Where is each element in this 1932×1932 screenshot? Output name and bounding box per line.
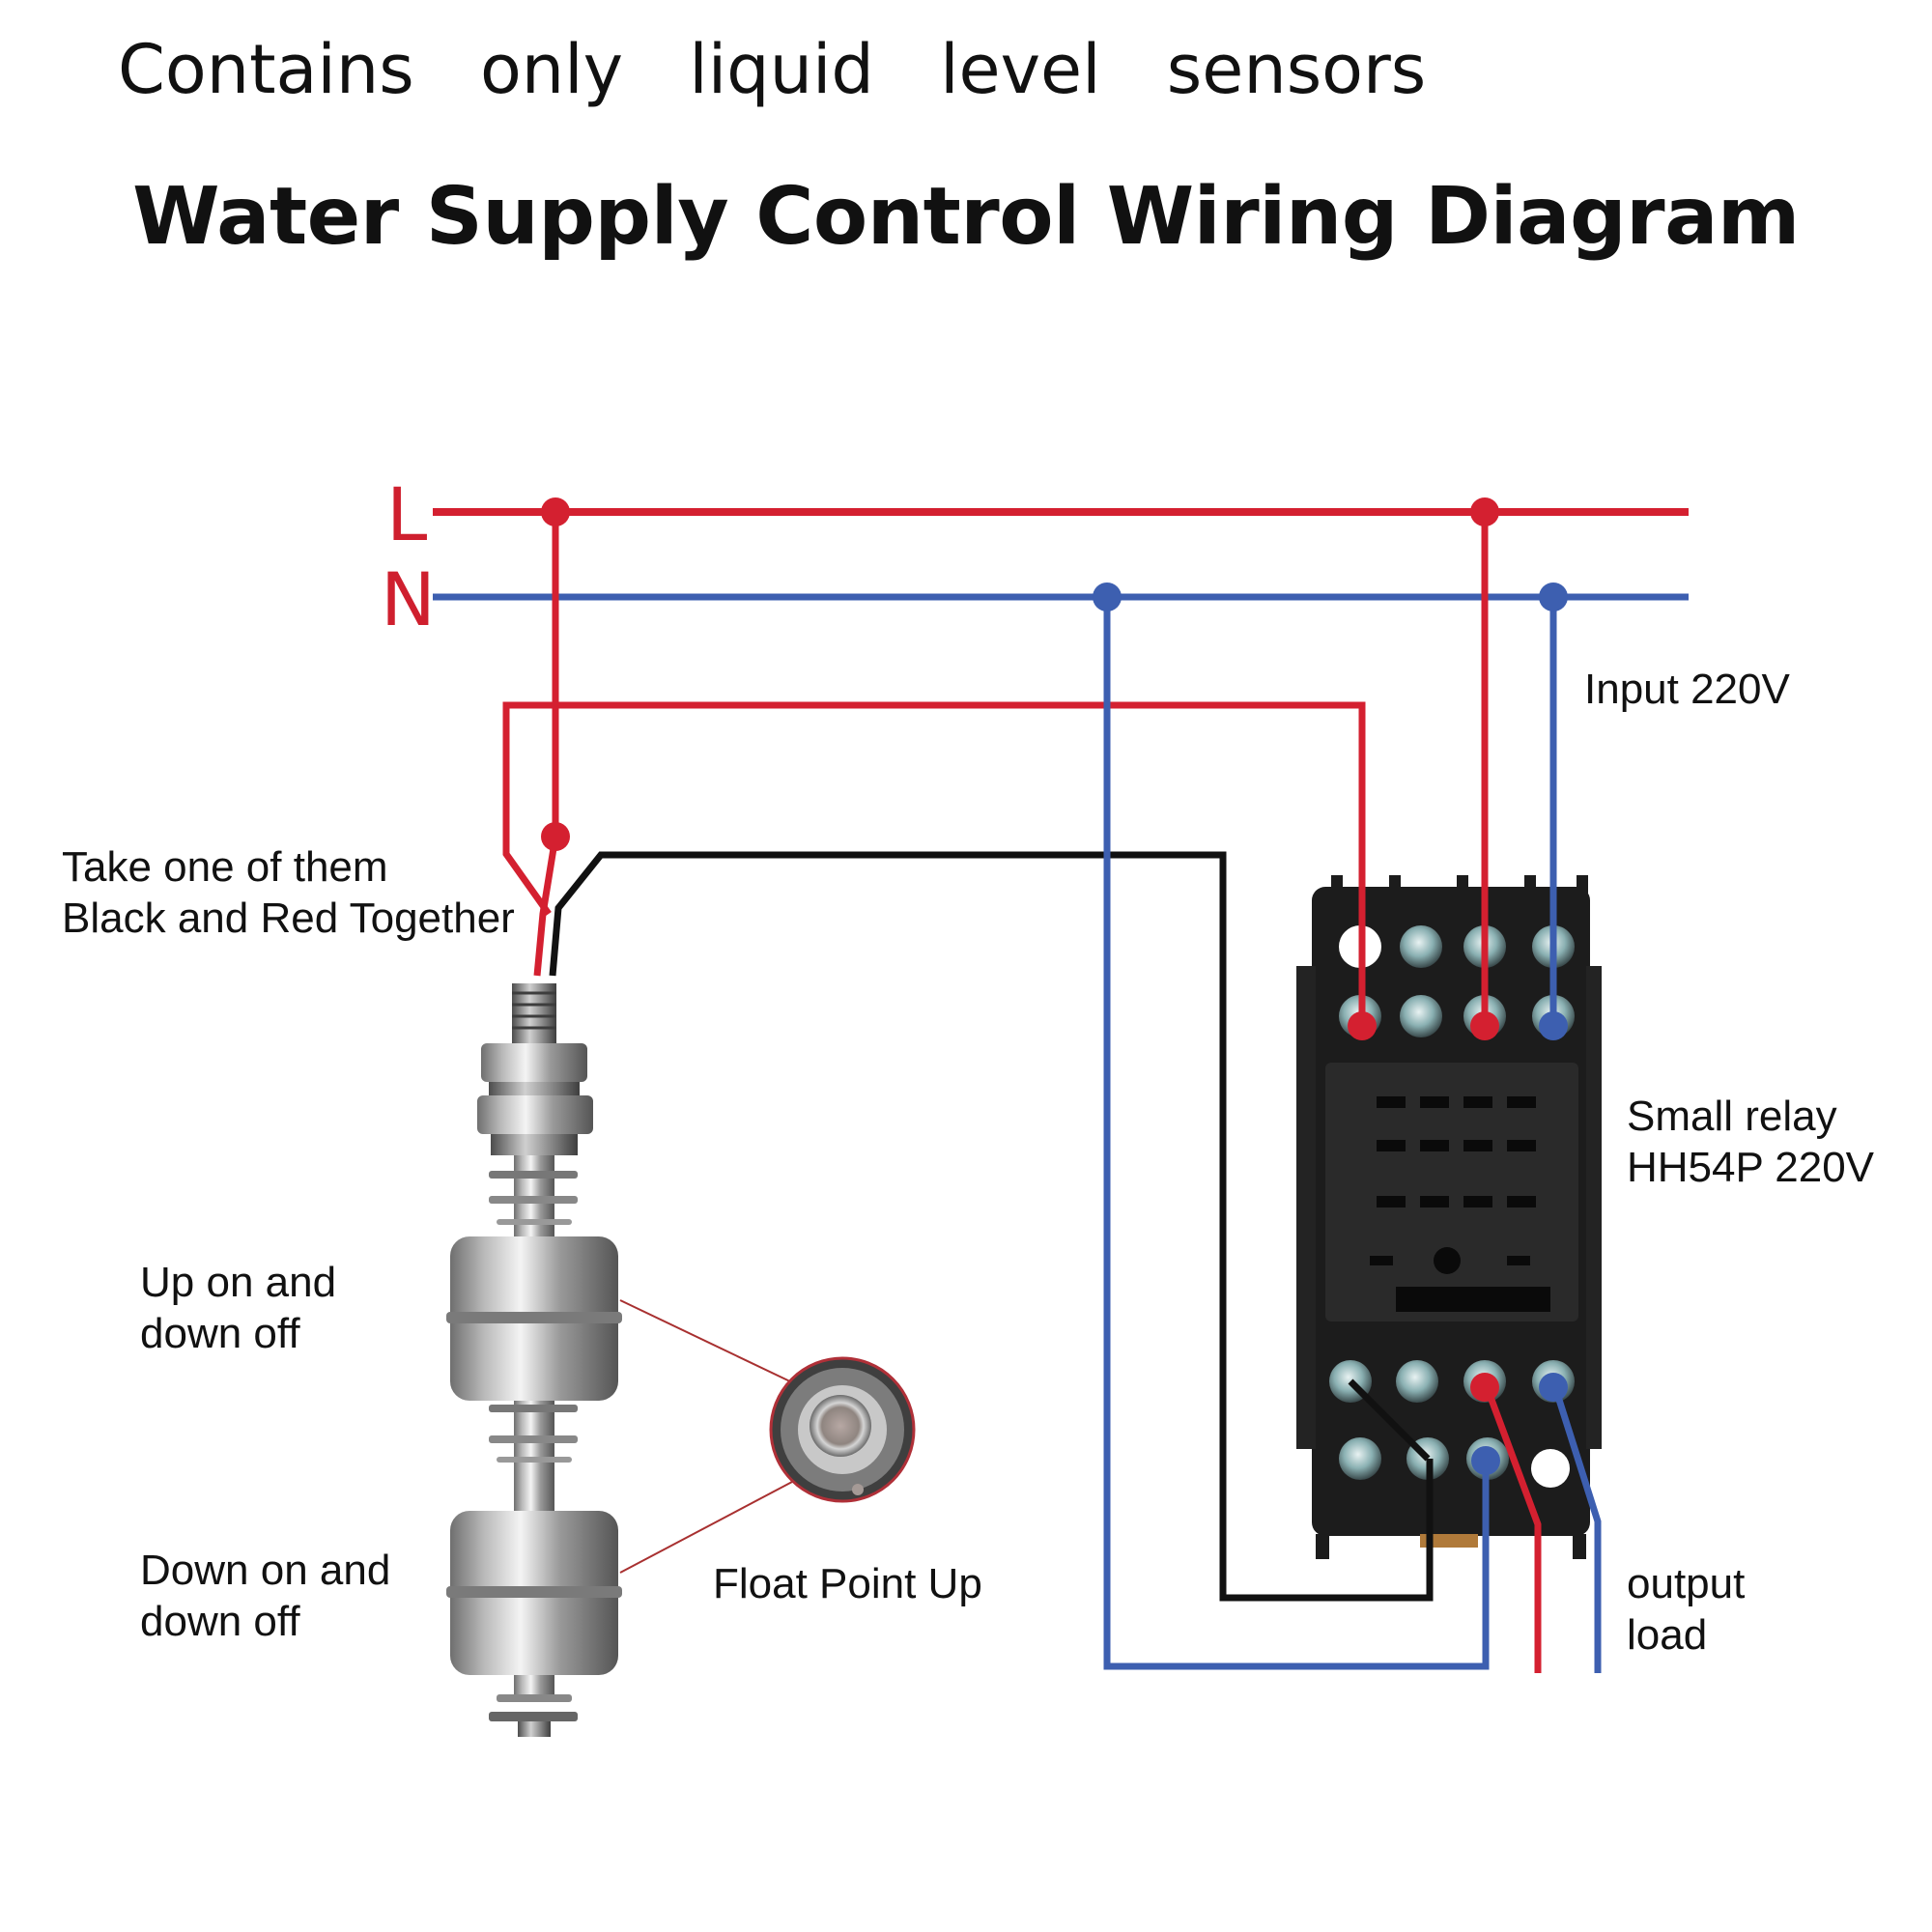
float-sensor [446, 983, 622, 1737]
sensor-wiring-line-1: Take one of them [62, 843, 388, 891]
relay-label-line-2: HH54P 220V [1627, 1143, 1875, 1191]
lower-float-line-1: Down on and [140, 1547, 391, 1594]
output-live-wire [1481, 1379, 1542, 1673]
relay-label: Small relay HH54P 220V [1627, 1092, 1874, 1194]
lower-float-label: Down on and down off [140, 1546, 390, 1648]
input-voltage-label: Input 220V [1584, 666, 1790, 713]
relay-socket [1296, 875, 1602, 1559]
output-load-line-2: load [1627, 1610, 1708, 1659]
red-loop-wire [502, 701, 1366, 1016]
float-point-inset [619, 1299, 916, 1574]
page-title: Water Supply Control Wiring Diagram [132, 171, 1800, 263]
relay-label-line-1: Small relay [1627, 1093, 1837, 1140]
relay-pin-slots [1370, 1096, 1550, 1312]
output-neutral-wire [1549, 1379, 1602, 1673]
neutral-drop-wire [1103, 597, 1490, 1670]
upper-float-line-2: down off [140, 1309, 300, 1357]
output-load-label: output load [1627, 1559, 1745, 1662]
junction-dots [541, 497, 1568, 1475]
sensor-wiring-line-2: Black and Red Together [62, 894, 515, 942]
wiring [433, 508, 1689, 1673]
upper-float-label: Up on and down off [140, 1258, 336, 1360]
upper-float-line-1: Up on and [140, 1259, 337, 1306]
live-drop-wire [533, 512, 559, 977]
lower-float-line-2: down off [140, 1597, 300, 1645]
float-point-label: Float Point Up [713, 1560, 982, 1607]
live-bus-label: L [386, 471, 428, 557]
sensor-wiring-label: Take one of them Black and Red Together [62, 842, 515, 945]
neutral-bus-label: N [381, 556, 436, 642]
black-signal-wire [549, 851, 1434, 1602]
header-note: Contains only liquid level sensors [118, 30, 1427, 109]
output-load-line-1: output [1627, 1560, 1746, 1607]
